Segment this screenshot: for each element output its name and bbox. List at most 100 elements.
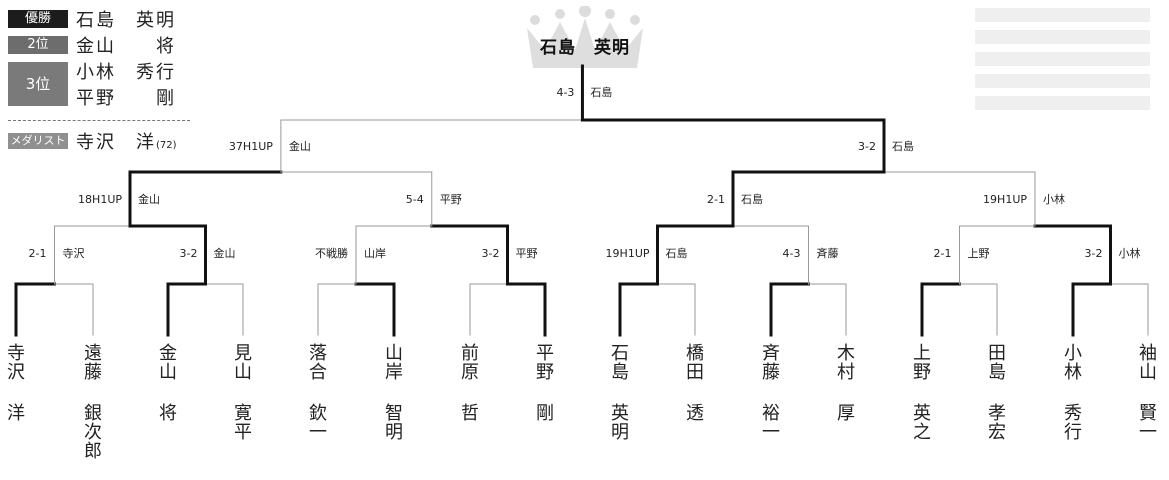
player-4: 見 山寛 平 xyxy=(229,344,257,442)
player-given-name: 智 明 xyxy=(385,403,403,443)
player-given-name: 秀 行 xyxy=(1064,403,1082,443)
player-7: 前 原哲 xyxy=(456,344,484,423)
qf-winner-2: 平野 xyxy=(440,193,462,206)
faded-background-block xyxy=(975,8,1150,116)
player-surname: 金 山 xyxy=(159,343,177,383)
player-surname: 袖 山 xyxy=(1139,343,1157,383)
player-given-name: 寛 平 xyxy=(234,403,252,443)
results-divider xyxy=(8,120,190,121)
player-surname: 田 島 xyxy=(988,343,1006,383)
second-badge: 2位 xyxy=(8,36,68,54)
player-14: 田 島孝 宏 xyxy=(983,344,1011,442)
player-given-name: 哲 xyxy=(461,403,479,424)
sf-winner-1: 金山 xyxy=(289,139,311,153)
r1-score-7: 2-1 xyxy=(934,247,952,260)
third-name-1: 小林 秀行 xyxy=(76,62,176,83)
r1-winner-7: 上野 xyxy=(968,247,990,260)
r1-winner-5: 石島 xyxy=(666,246,688,260)
winner-name: 石島 英明 xyxy=(76,10,176,31)
player-8: 平 野剛 xyxy=(531,344,559,423)
sf-winner-2: 石島 xyxy=(892,139,914,153)
winner-badge: 優勝 xyxy=(8,10,68,28)
player-surname: 見 山 xyxy=(234,343,252,383)
player-6: 山 岸智 明 xyxy=(380,344,408,442)
player-given-name: 厚 xyxy=(837,403,855,424)
winner-row: 優勝 石島 英明 xyxy=(8,6,176,32)
sf-score-2: 3-2 xyxy=(858,140,876,153)
second-name: 金山 将 xyxy=(76,36,176,57)
player-surname: 落 合 xyxy=(309,343,327,383)
player-surname: 斉 藤 xyxy=(762,343,780,383)
r1-winner-1: 寺沢 xyxy=(63,246,85,260)
player-surname: 山 岸 xyxy=(385,343,403,383)
sf-score-1: 37H1UP xyxy=(229,140,273,153)
player-1: 寺 沢洋 xyxy=(2,344,30,423)
r1-score-1: 2-1 xyxy=(29,247,47,260)
player-11: 斉 藤裕 一 xyxy=(757,344,785,442)
player-given-name: 剛 xyxy=(536,403,554,424)
player-given-name: 裕 一 xyxy=(762,403,780,443)
player-surname: 石 島 xyxy=(611,343,629,383)
r1-score-4: 3-2 xyxy=(482,247,500,260)
medalist-row: メダリスト 寺沢 洋(72) xyxy=(8,128,177,154)
third-badge: 3位 xyxy=(8,62,68,106)
player-5: 落 合欽 一 xyxy=(304,344,332,442)
player-given-name: 将 xyxy=(159,403,177,424)
player-given-name: 透 xyxy=(686,403,704,424)
third-name-2: 平野 剛 xyxy=(76,88,176,109)
player-16: 袖 山賢 一 xyxy=(1134,344,1162,442)
second-row: 2位 金山 将 xyxy=(8,32,176,58)
player-surname: 木 村 xyxy=(837,343,855,383)
player-given-name: 孝 宏 xyxy=(988,403,1006,443)
medalist-badge: メダリスト xyxy=(8,133,68,149)
r1-winner-2: 金山 xyxy=(214,246,236,260)
player-9: 石 島英 明 xyxy=(606,344,634,442)
third-names: 小林 秀行 平野 剛 xyxy=(68,58,176,110)
medalist-name: 寺沢 洋(72) xyxy=(76,128,177,154)
player-surname: 平 野 xyxy=(536,343,554,383)
r1-winner-4: 平野 xyxy=(516,247,538,260)
player-3: 金 山将 xyxy=(154,344,182,423)
player-2: 遠 藤銀 次 郎 xyxy=(79,344,107,461)
qf-winner-1: 金山 xyxy=(138,192,160,206)
player-12: 木 村厚 xyxy=(832,344,860,423)
qf-score-1: 18H1UP xyxy=(78,193,122,206)
player-given-name: 賢 一 xyxy=(1139,403,1157,443)
player-13: 上 野英 之 xyxy=(908,344,936,442)
champion-name: 石島 英明 xyxy=(540,38,630,58)
qf-score-2: 5-4 xyxy=(406,193,424,206)
r1-score-8: 3-2 xyxy=(1085,247,1103,260)
qf-winner-4: 小林 xyxy=(1043,192,1065,206)
player-surname: 遠 藤 xyxy=(84,343,102,383)
final-winner-1: 石島 xyxy=(590,85,612,99)
player-surname: 前 原 xyxy=(461,343,479,383)
r1-winner-3: 山岸 xyxy=(364,247,386,260)
qf-winner-3: 石島 xyxy=(741,192,763,206)
player-given-name: 英 之 xyxy=(913,403,931,443)
player-surname: 橋 田 xyxy=(686,343,704,383)
player-15: 小 林秀 行 xyxy=(1059,344,1087,442)
player-surname: 上 野 xyxy=(913,343,931,383)
r1-score-3: 不戦勝 xyxy=(315,246,348,260)
r1-winner-8: 小林 xyxy=(1119,246,1141,260)
medalist-score: (72) xyxy=(156,140,177,151)
qf-score-3: 2-1 xyxy=(707,193,725,206)
player-given-name: 英 明 xyxy=(611,403,629,443)
crown-icon xyxy=(527,6,643,68)
player-given-name: 銀 次 郎 xyxy=(84,403,102,462)
r1-winner-6: 斉藤 xyxy=(817,246,839,260)
r1-score-2: 3-2 xyxy=(180,247,198,260)
player-10: 橋 田透 xyxy=(681,344,709,423)
qf-score-4: 19H1UP xyxy=(983,193,1027,206)
final-score-1: 4-3 xyxy=(556,86,574,99)
r1-score-5: 19H1UP xyxy=(606,247,650,260)
player-given-name: 欽 一 xyxy=(309,403,327,443)
player-surname: 小 林 xyxy=(1064,343,1082,383)
third-row: 3位 小林 秀行 平野 剛 xyxy=(8,58,176,110)
player-given-name: 洋 xyxy=(7,403,25,424)
player-surname: 寺 沢 xyxy=(7,343,25,383)
r1-score-6: 4-3 xyxy=(783,247,801,260)
medalist-name-text: 寺沢 洋 xyxy=(76,132,156,153)
